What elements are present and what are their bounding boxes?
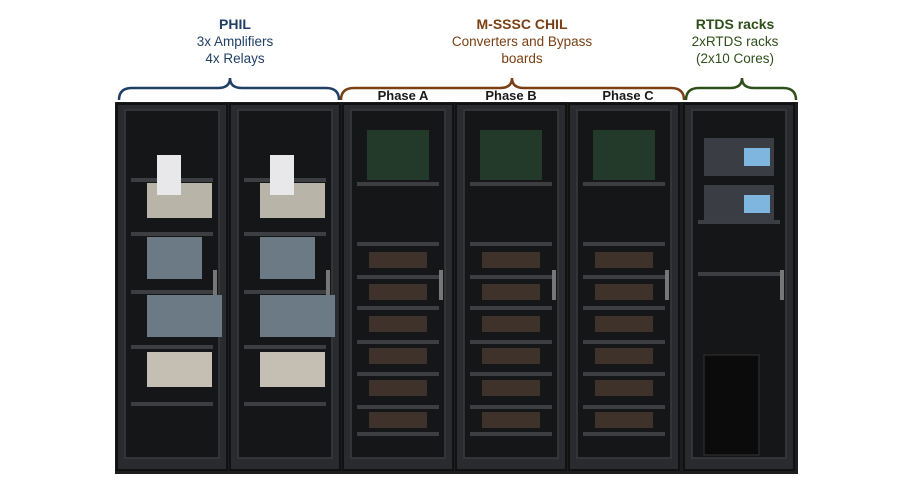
chil-cabinet-b-shelf-2 — [470, 275, 552, 279]
phil-cabinet-1-shelf-1 — [131, 232, 213, 236]
rtds-label: RTDS racks 2xRTDS racks (2x10 Cores) — [670, 16, 800, 67]
chil-cabinet-a-shelf-4 — [357, 340, 439, 344]
chil-cabinet-c-shelf-1 — [583, 242, 665, 246]
phil-title: PHIL — [219, 16, 251, 32]
rtds-cabinet-pc-tower — [703, 354, 760, 456]
chil-cabinet-b-board-5 — [482, 412, 540, 428]
phil-cabinet-2-amplifier-bottom — [260, 352, 325, 387]
chil-cabinet-b-shelf-0 — [470, 182, 552, 186]
chil-cabinet-a-shelf-1 — [357, 242, 439, 246]
chil-cabinet-c-board-3 — [595, 348, 653, 364]
chil-cabinet-c-board-4 — [595, 380, 653, 396]
rtds-cabinet-rtds-screen-2 — [744, 195, 770, 213]
chil-cabinet-c-converter-bank — [593, 130, 655, 180]
chil-cabinet-b-board-2 — [482, 316, 540, 332]
phil-cabinet-2-shelf-4 — [244, 402, 326, 406]
phil-cabinet-2-shelf-1 — [244, 232, 326, 236]
chil-cabinet-b-board-0 — [482, 252, 540, 268]
rtds-line2: (2x10 Cores) — [695, 51, 775, 66]
phil-cabinet-1-amplifier-bottom — [147, 352, 212, 387]
phase-b-label: Phase B — [485, 88, 537, 103]
chil-cabinet-a-handle — [439, 270, 443, 300]
chil-cabinet-b-shelf-4 — [470, 340, 552, 344]
phil-line1: 3x Amplifiers — [196, 34, 274, 49]
chil-cabinet-b-shelf-1 — [470, 242, 552, 246]
chil-cabinet-b-board-3 — [482, 348, 540, 364]
chil-cabinet-b-shelf-3 — [470, 306, 552, 310]
chil-cabinet-b-board-1 — [482, 284, 540, 300]
chil-cabinet-a-shelf-0 — [357, 182, 439, 186]
chil-cabinet-c-shelf-6 — [583, 405, 665, 409]
chil-cabinet-a-shelf-6 — [357, 405, 439, 409]
chil-cabinet-a-board-3 — [369, 348, 427, 364]
chil-cabinet-a-shelf-7 — [357, 432, 439, 436]
phil-cabinet-1-shelf-2 — [131, 290, 213, 294]
chil-cabinet-a-board-4 — [369, 380, 427, 396]
chil-cabinet-c-shelf-2 — [583, 275, 665, 279]
rtds-title: RTDS racks — [695, 16, 775, 32]
phil-cabinet-1-shelf-4 — [131, 402, 213, 406]
rtds-cabinet-rtds-screen-1 — [744, 148, 770, 166]
chil-cabinet-c-shelf-5 — [583, 372, 665, 376]
chil-cabinet-c-board-5 — [595, 412, 653, 428]
chil-cabinet-c-board-1 — [595, 284, 653, 300]
chil-cabinet-a-shelf-2 — [357, 275, 439, 279]
chil-cabinet-a-shelf-3 — [357, 306, 439, 310]
chil-cabinet-c-shelf-4 — [583, 340, 665, 344]
chil-cabinet-a-board-1 — [369, 284, 427, 300]
chil-line1: Converters and Bypass — [451, 34, 593, 49]
chil-cabinet-a-board-5 — [369, 412, 427, 428]
phil-cabinet-1-handle — [213, 270, 217, 300]
phil-cabinet-1-relay-1 — [147, 237, 202, 279]
rtds-bracket — [684, 77, 798, 101]
rtds-cabinet-handle — [780, 270, 784, 300]
chil-cabinet-b-shelf-6 — [470, 405, 552, 409]
chil-cabinet-c-shelf-3 — [583, 306, 665, 310]
cabinets — [116, 103, 795, 471]
phase-c-label: Phase C — [602, 88, 654, 103]
chil-title: M-SSSC CHIL — [476, 16, 568, 32]
rtds-cabinet-shelf-1 — [698, 272, 780, 276]
chil-cabinet-a-board-2 — [369, 316, 427, 332]
phil-cabinet-2-handle — [326, 270, 330, 300]
phil-cabinet-1-paper — [157, 155, 181, 195]
chil-bracket — [339, 77, 686, 101]
phil-bracket — [117, 77, 341, 101]
chil-cabinet-c-board-2 — [595, 316, 653, 332]
phil-cabinet-2-paper — [270, 155, 294, 195]
chil-cabinet-b-shelf-5 — [470, 372, 552, 376]
chil-cabinet-c-handle — [665, 270, 669, 300]
phase-a-label: Phase A — [377, 88, 429, 103]
phil-cabinet-2-relay-2 — [260, 295, 335, 337]
phil-cabinet-2-shelf-2 — [244, 290, 326, 294]
chil-cabinet-a-converter-bank — [367, 130, 429, 180]
chil-cabinet-b-converter-bank — [480, 130, 542, 180]
chil-cabinet-b-board-4 — [482, 380, 540, 396]
phil-cabinet-2-relay-1 — [260, 237, 315, 279]
phil-label: PHIL 3x Amplifiers 4x Relays — [150, 16, 320, 67]
phil-cabinet-1-relay-2 — [147, 295, 222, 337]
phil-cabinet-1-shelf-3 — [131, 345, 213, 349]
chil-label: M-SSSC CHIL Converters and Bypass boards — [412, 16, 632, 67]
phil-line2: 4x Relays — [205, 51, 265, 66]
chil-cabinet-b-shelf-7 — [470, 432, 552, 436]
chil-cabinet-b-handle — [552, 270, 556, 300]
chil-cabinet-a-board-0 — [369, 252, 427, 268]
chil-line2: boards — [501, 51, 543, 66]
chil-cabinet-a-shelf-5 — [357, 372, 439, 376]
chil-cabinet-c-board-0 — [595, 252, 653, 268]
rtds-line1: 2xRTDS racks — [691, 34, 779, 49]
phil-cabinet-2-shelf-3 — [244, 345, 326, 349]
chil-cabinet-c-shelf-0 — [583, 182, 665, 186]
chil-cabinet-c-shelf-7 — [583, 432, 665, 436]
